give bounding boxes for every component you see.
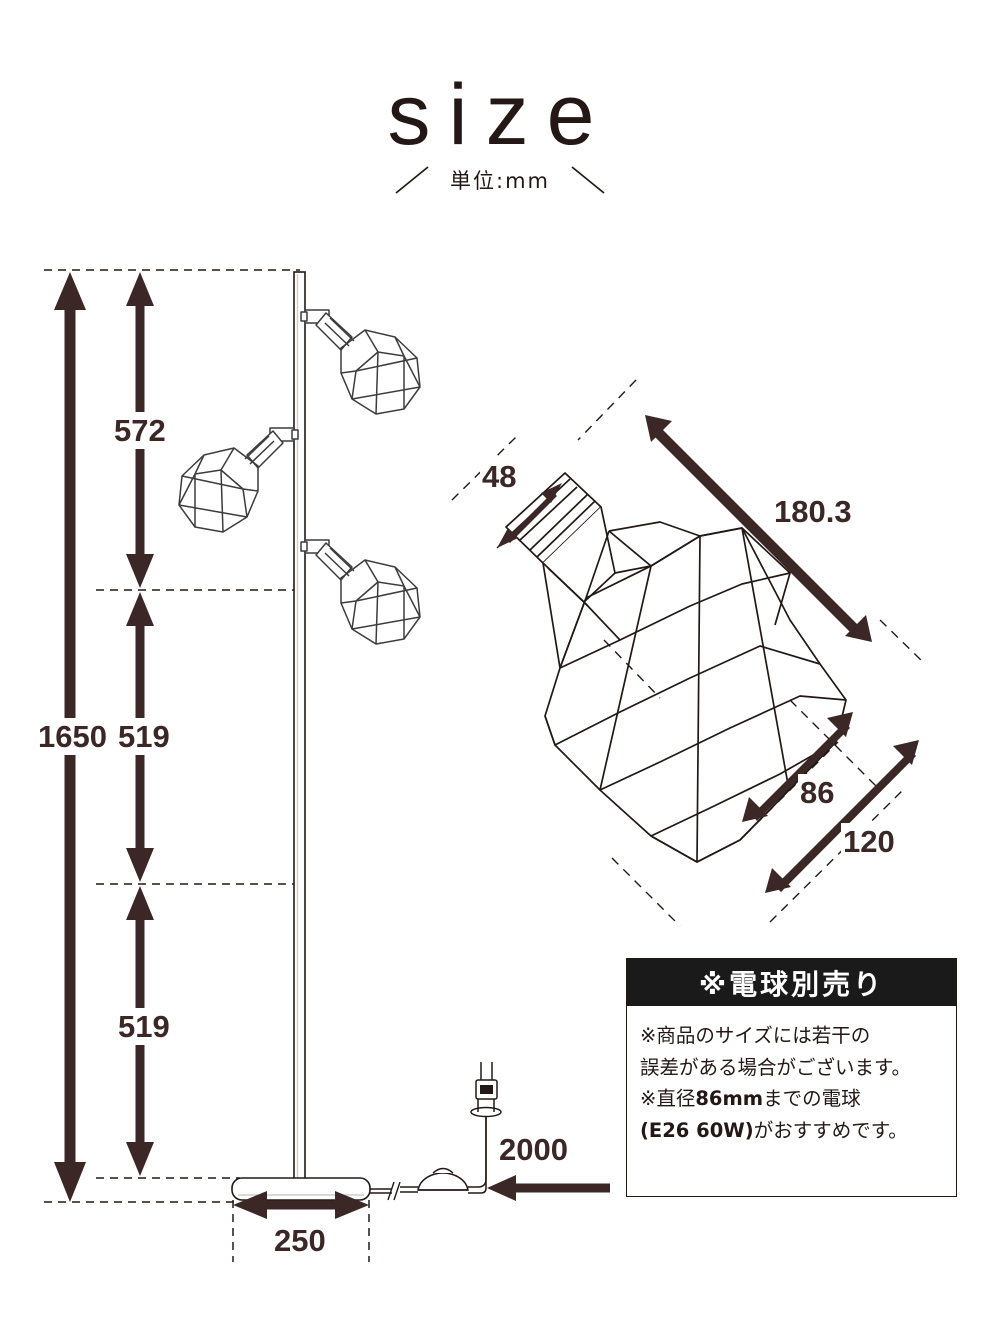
dim-label-2000: 2000 xyxy=(497,1131,570,1168)
dim-label-120: 120 xyxy=(841,823,897,860)
power-cord xyxy=(370,1062,502,1201)
note-line-4-post: がおすすめです。 xyxy=(753,1118,908,1142)
page-title: size xyxy=(387,67,613,163)
dim-arrow-250 xyxy=(233,1191,369,1219)
unit-note-label: 単位:mm xyxy=(450,169,550,193)
note-line-3: ※直径86mmまでの電球 xyxy=(640,1083,943,1115)
note-line-3-bold: 86mm xyxy=(695,1087,764,1111)
dim-label-1650: 1650 xyxy=(36,718,109,755)
note-line-2: 誤差がある場合がございます。 xyxy=(640,1055,912,1079)
slash-right-icon xyxy=(564,165,606,195)
bulb-note-body: ※商品のサイズには若干の 誤差がある場合がございます。 ※直径86mmまでの電球… xyxy=(627,1006,956,1146)
bulb-note-box: ※電球別売り ※商品のサイズには若干の 誤差がある場合がございます。 ※直径86… xyxy=(626,958,957,1197)
note-line-1: ※商品のサイズには若干の xyxy=(640,1024,871,1047)
dim-label-250: 250 xyxy=(272,1222,328,1259)
note-line-4-bold: (E26 60W) xyxy=(640,1118,754,1142)
slash-left-icon xyxy=(394,165,436,195)
dim-label-572: 572 xyxy=(112,412,168,449)
bulb-note-header: ※電球別売り xyxy=(627,959,956,1006)
lamp-head-upper xyxy=(300,309,421,415)
shade-detail-drawing xyxy=(505,472,847,863)
dim-arrow-120 xyxy=(765,740,919,893)
lamp-base xyxy=(231,1177,371,1201)
lamp-head-middle xyxy=(178,427,299,533)
dim-arrow-86 xyxy=(742,712,853,822)
dim-label-180: 180.3 xyxy=(772,493,854,530)
dim-label-86: 86 xyxy=(798,774,837,811)
note-line-4: (E26 60W)がおすすめです。 xyxy=(640,1115,943,1147)
dim-arrow-2000 xyxy=(487,1175,610,1201)
lamp-pole xyxy=(293,271,306,1185)
unit-note-row: 単位:mm xyxy=(0,165,1000,195)
base-extension-lines xyxy=(232,1186,370,1262)
reference-lines xyxy=(44,269,300,1203)
dim-label-48: 48 xyxy=(480,458,519,495)
dim-label-519-upper: 519 xyxy=(116,718,172,755)
lamp-head-lower xyxy=(300,539,421,645)
note-line-3-pre: ※直径 xyxy=(640,1087,696,1111)
dim-label-519-lower: 519 xyxy=(116,1008,172,1045)
dim-arrow-48 xyxy=(497,483,562,548)
dim-arrow-180 xyxy=(645,415,872,642)
bulb-note-heading: ※電球別売り xyxy=(698,967,885,1001)
note-line-3-post: までの電球 xyxy=(763,1087,861,1111)
